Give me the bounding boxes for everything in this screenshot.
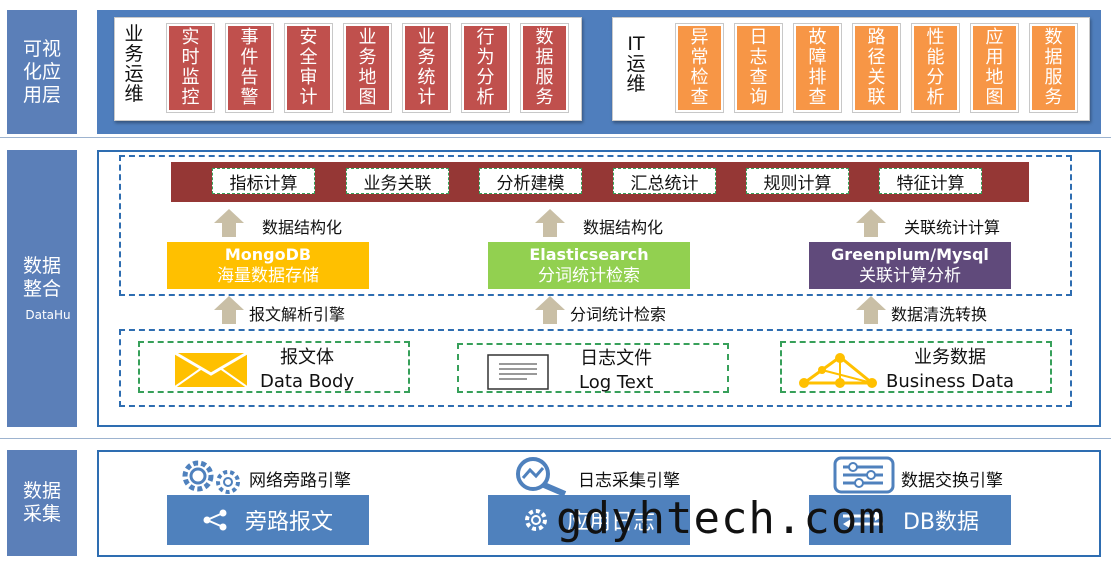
it-tile[interactable]: 故 障 排 查: [793, 23, 842, 113]
store-name: Greenplum/Mysql: [831, 244, 989, 264]
source-box[interactable]: 报文体 Data Body: [138, 341, 410, 393]
network-triangle-icon: [796, 353, 878, 393]
business-tile[interactable]: 事 件 告 警: [225, 23, 274, 113]
it-tile[interactable]: 异 常 检 查: [675, 23, 724, 113]
up-arrow-icon: [856, 209, 886, 237]
business-tile[interactable]: 行 为 分 析: [461, 23, 510, 113]
business-ops-label: 业 务 运 维: [124, 23, 144, 105]
tier-integration-label: 数据 整合 DataHu: [7, 150, 77, 427]
arrows-icon: [841, 509, 885, 531]
compute-item[interactable]: 分析建模: [479, 168, 582, 194]
store-up-arrow-label: 数据结构化: [583, 218, 664, 237]
it-tile[interactable]: 应 用 地 图: [970, 23, 1019, 113]
source-cn-label: 报文体: [280, 347, 335, 368]
up-arrow-icon: [535, 296, 565, 324]
separator-line: [0, 438, 1111, 439]
business-tile[interactable]: 实 时 监 控: [166, 23, 215, 113]
source-box[interactable]: 业务数据 Business Data: [780, 341, 1052, 393]
tier-visual-label: 可视 化应 用层: [7, 10, 77, 134]
store-desc: 分词统计检索: [538, 265, 640, 286]
source-cn-label: 日志文件: [580, 348, 653, 369]
collector-box[interactable]: 应用日志: [488, 495, 690, 545]
up-arrow-icon: [214, 296, 244, 324]
collector-label: 应用日志: [566, 510, 655, 535]
gears-icon: [178, 456, 244, 500]
it-tile[interactable]: 路 径 关 联: [852, 23, 901, 113]
sources-dashed-group: [119, 329, 1072, 407]
compute-item[interactable]: 指标计算: [212, 168, 315, 194]
store-in-arrow-label: 报文解析引擎: [249, 305, 346, 324]
store-desc: 海量数据存储: [217, 265, 319, 286]
compute-item[interactable]: 特征计算: [879, 168, 982, 194]
source-text: 业务数据 Business Data: [886, 346, 1014, 394]
compute-item[interactable]: 汇总统计: [613, 168, 716, 194]
collector-box[interactable]: 旁路报文: [167, 495, 369, 545]
collector-label: DB数据: [902, 510, 980, 535]
store-in-arrow-label: 分词统计检索: [570, 305, 667, 324]
collection-panel: [97, 450, 1101, 557]
up-arrow-icon: [535, 209, 565, 237]
store-desc: 关联计算分析: [859, 265, 961, 286]
it-tile[interactable]: 性 能 分 析: [911, 23, 960, 113]
store-name: MongoDB: [224, 244, 312, 264]
gear-icon: [523, 507, 549, 533]
watermark: gdyhtech.com: [556, 493, 886, 544]
it-tile[interactable]: 日 志 查 询: [734, 23, 783, 113]
source-en-label: Business Data: [886, 371, 1015, 392]
business-tile[interactable]: 业 务 地 图: [343, 23, 392, 113]
engine-label: 网络旁路引擎: [249, 471, 351, 491]
tier-collection-label: 数据 采集: [7, 450, 77, 556]
source-text: 日志文件 Log Text: [579, 347, 653, 395]
share-icon: [203, 509, 227, 531]
source-cn-label: 业务数据: [914, 347, 987, 368]
it-ops-label: IT 运 维: [626, 33, 646, 95]
source-en-label: Data Body: [260, 371, 355, 392]
tier-integration-subtitle: DataHu: [25, 307, 71, 322]
separator-line: [0, 137, 1111, 138]
store-name: Elasticsearch: [529, 244, 649, 264]
collector-label: 旁路报文: [244, 510, 333, 535]
store-up-arrow-label: 关联统计计算: [904, 218, 1001, 237]
store-up-arrow-label: 数据结构化: [262, 218, 343, 237]
up-arrow-icon: [214, 209, 244, 237]
source-box[interactable]: 日志文件 Log Text: [457, 343, 729, 393]
engine-label: 日志采集引擎: [578, 471, 680, 491]
engine-label: 数据交换引擎: [901, 471, 1003, 491]
integration-panel: [97, 150, 1101, 427]
store-in-arrow-label: 数据清洗转换: [891, 305, 988, 324]
envelope-icon: [174, 351, 248, 392]
sliders-icon: [833, 456, 895, 498]
compute-item[interactable]: 业务关联: [346, 168, 449, 194]
source-text: 报文体 Data Body: [260, 346, 354, 394]
up-arrow-icon: [856, 296, 886, 324]
business-tile[interactable]: 业 务 统 计: [402, 23, 451, 113]
tier-integration-title: 数据 整合: [22, 254, 61, 300]
chart-magnifier-icon: [505, 456, 575, 500]
source-en-label: Log Text: [579, 372, 654, 393]
compute-store-dashed-group: [119, 155, 1072, 296]
business-tile[interactable]: 安 全 审 计: [284, 23, 333, 113]
compute-item[interactable]: 规则计算: [746, 168, 849, 194]
document-icon: [487, 354, 549, 394]
collector-box[interactable]: DB数据: [809, 495, 1011, 545]
it-tile[interactable]: 数 据 服 务: [1029, 23, 1078, 113]
business-tile[interactable]: 数 据 服 务: [520, 23, 569, 113]
